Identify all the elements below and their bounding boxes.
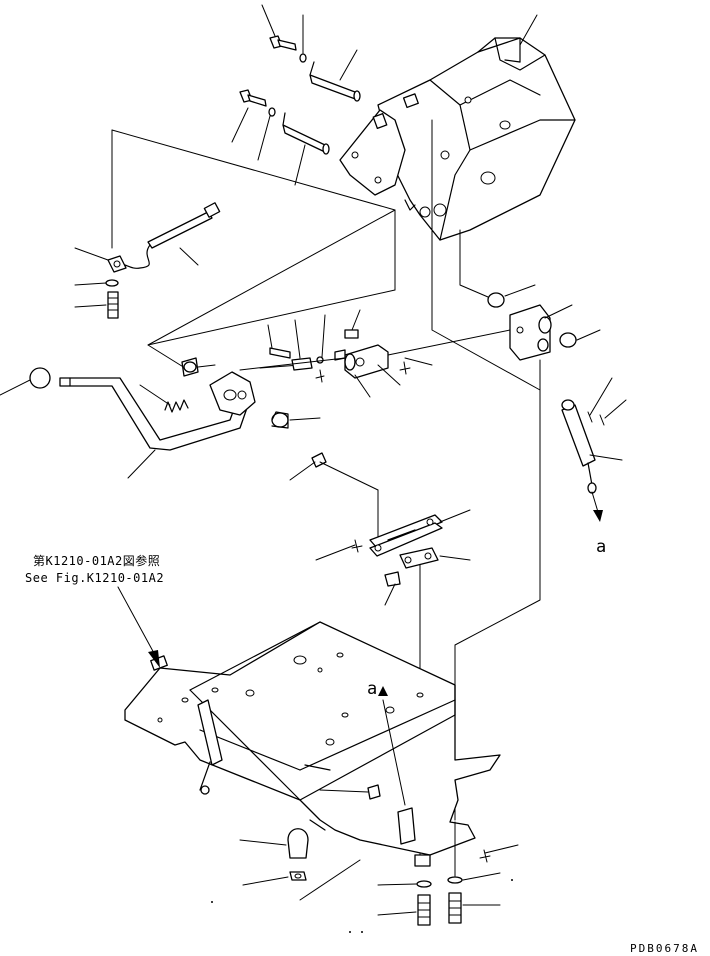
small-washer-left bbox=[105, 279, 119, 287]
small-pins-linkage bbox=[269, 329, 359, 371]
lever-pivot bbox=[209, 371, 256, 416]
linkage-leader-lines bbox=[239, 309, 511, 398]
washer-lower-2 bbox=[447, 876, 463, 884]
lever-knob bbox=[29, 367, 51, 389]
pivot-leader-lines bbox=[504, 284, 627, 461]
reference-note-ja: 第K1210-01A2図参照 bbox=[33, 553, 160, 568]
view-marker-a-lower: a bbox=[367, 679, 377, 699]
pin-upper bbox=[309, 61, 361, 102]
leader-lines-left bbox=[74, 247, 199, 308]
lower-leader-lines bbox=[211, 821, 519, 933]
spring bbox=[164, 399, 189, 413]
gas-spring bbox=[561, 399, 597, 494]
link-plate-upper bbox=[369, 514, 443, 557]
assembly-envelope bbox=[111, 119, 541, 821]
view-marker-a-upper: a bbox=[596, 537, 606, 557]
drawing-number: PDB0678A bbox=[630, 942, 699, 955]
washer-lower-1 bbox=[416, 880, 432, 888]
cable-rod bbox=[289, 452, 379, 541]
clevis bbox=[344, 344, 389, 379]
bolt-top-1 bbox=[269, 35, 307, 63]
leader-lines-top bbox=[231, 4, 538, 186]
base-plate bbox=[124, 621, 501, 856]
bolt-link bbox=[384, 571, 401, 587]
upper-housing bbox=[377, 37, 576, 241]
cable-assembly bbox=[107, 129, 221, 273]
rubber-stopper bbox=[287, 828, 309, 859]
bushing-mid bbox=[271, 411, 289, 429]
nut-left bbox=[289, 871, 307, 881]
support-bracket-left bbox=[197, 699, 223, 795]
pin-middle bbox=[282, 112, 330, 155]
reference-arrow bbox=[117, 586, 160, 668]
bushing-upper-right bbox=[487, 292, 505, 308]
stopper-block bbox=[378, 686, 416, 845]
mounting-bracket bbox=[339, 93, 419, 196]
bolt-lower-1 bbox=[417, 894, 431, 926]
link-plate-lower bbox=[399, 547, 439, 569]
bolt-left bbox=[107, 291, 119, 319]
bushing-right bbox=[559, 332, 577, 348]
pivot-block bbox=[509, 304, 552, 361]
bushing-left bbox=[181, 357, 199, 377]
arrow-to-view-a bbox=[591, 491, 603, 522]
nut-middle bbox=[414, 854, 431, 867]
bolt-base bbox=[319, 784, 381, 800]
reference-note-en: See Fig.K1210-01A2 bbox=[25, 571, 164, 585]
bolt-top-2 bbox=[239, 89, 276, 117]
bolt-lower-2 bbox=[448, 892, 462, 924]
